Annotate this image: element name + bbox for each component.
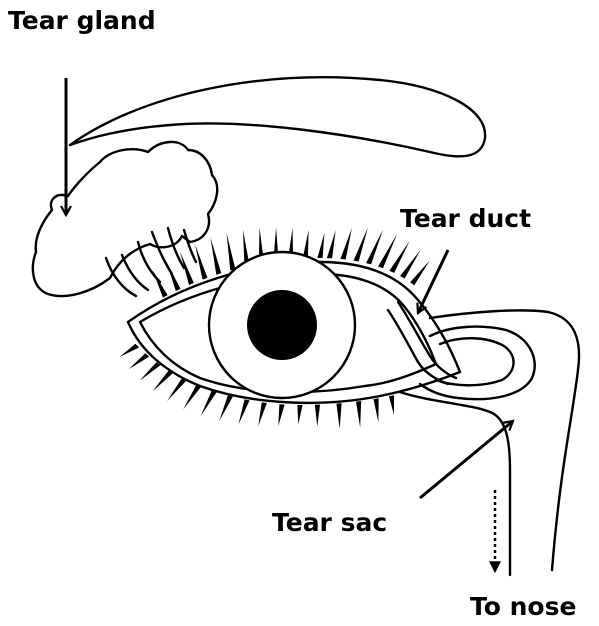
eyelash bbox=[129, 353, 149, 369]
eyelash bbox=[374, 398, 379, 422]
eyebrow bbox=[70, 77, 485, 156]
eyelash bbox=[354, 228, 368, 262]
eyelash bbox=[317, 233, 324, 258]
eyelash bbox=[356, 401, 361, 428]
eyelash bbox=[340, 228, 351, 259]
eyelash bbox=[120, 344, 139, 357]
nasal-inner-line bbox=[400, 392, 510, 575]
eyelash bbox=[219, 395, 233, 421]
tear-gland bbox=[33, 142, 217, 296]
label-to-nose: To nose bbox=[470, 594, 576, 619]
eyelash bbox=[201, 390, 217, 416]
eyelash bbox=[238, 399, 249, 424]
eyelash bbox=[327, 230, 336, 258]
label-tear-gland: Tear gland bbox=[8, 8, 156, 33]
eyelash bbox=[167, 378, 187, 401]
eyelash bbox=[410, 260, 430, 285]
eyelash bbox=[278, 404, 284, 426]
eyelash bbox=[152, 270, 167, 297]
eyelash bbox=[378, 234, 397, 268]
eyelash bbox=[297, 405, 302, 424]
eyelash bbox=[166, 260, 181, 291]
eyelash bbox=[153, 370, 174, 391]
pupil bbox=[247, 290, 317, 360]
eyelash bbox=[389, 395, 394, 415]
tear-duct-arrow bbox=[418, 250, 448, 313]
eyelash bbox=[258, 402, 267, 426]
eyelash bbox=[140, 362, 161, 381]
eyelash bbox=[180, 252, 194, 285]
eyelash bbox=[183, 384, 201, 409]
nasal-outline bbox=[430, 310, 579, 570]
eyelash bbox=[315, 405, 320, 427]
label-tear-duct: Tear duct bbox=[400, 206, 531, 231]
eyelash bbox=[366, 230, 383, 265]
label-tear-sac: Tear sac bbox=[272, 510, 387, 535]
tear-sac-arrow bbox=[420, 421, 513, 498]
eyelash bbox=[227, 233, 236, 271]
eyelash bbox=[211, 238, 222, 275]
eyelash bbox=[336, 403, 341, 429]
